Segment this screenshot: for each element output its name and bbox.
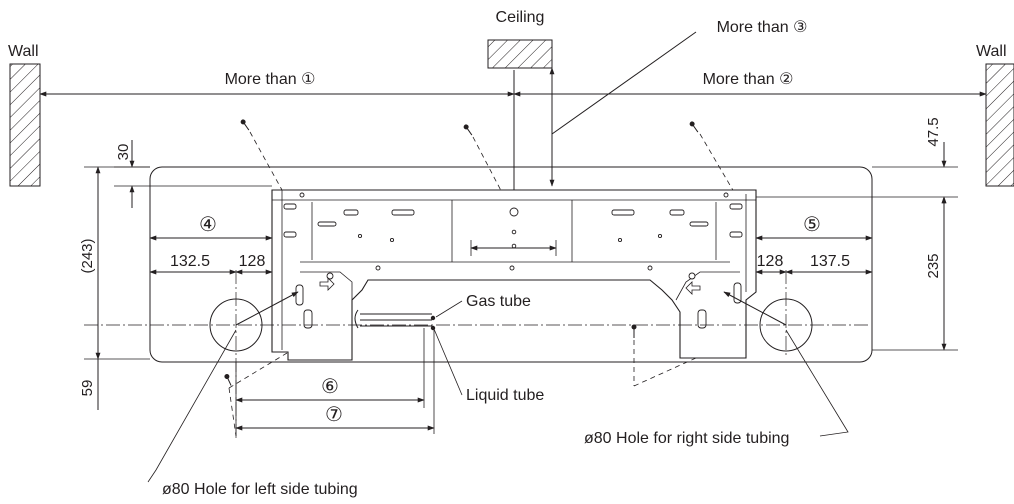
ceiling-block [487, 39, 553, 69]
leader-more-than-3 [551, 31, 697, 135]
more-than-1-label: More than ① [225, 71, 316, 88]
liquid-tube-label: Liquid tube [466, 387, 544, 404]
dim-137-5: 137.5 [810, 253, 850, 270]
liquid-tube-leader [433, 328, 463, 396]
dim-235: 235 [925, 253, 942, 278]
tubes [354, 309, 436, 331]
dim-128-right: 128 [757, 253, 784, 270]
horizontal-dimensions [149, 235, 873, 436]
mounting-plate [271, 189, 757, 361]
wall-left-label: Wall [8, 43, 39, 60]
left-hole-label: ø80 Hole for left side tubing [162, 481, 358, 498]
dim-30: 30 [115, 144, 132, 161]
screw-icon [240, 119, 250, 131]
left-dimensions [84, 140, 272, 410]
dim-47-5: 47.5 [925, 117, 942, 146]
more-than-3-label: More than ③ [717, 19, 808, 36]
right-dimensions [756, 142, 958, 351]
right-wall [985, 63, 1014, 187]
right-hole-label: ø80 Hole for right side tubing [584, 430, 789, 447]
callout-4: ④ [199, 214, 217, 236]
screw-icon [224, 373, 232, 386]
tubing-holes [84, 270, 870, 440]
screw-paths [228, 131, 735, 437]
ceiling-label: Ceiling [496, 9, 545, 26]
left-wall [9, 63, 41, 187]
screw-icons [224, 119, 699, 386]
more-than-2-label: More than ② [703, 71, 794, 88]
callout-7: ⑦ [325, 404, 343, 426]
dim-132-5: 132.5 [170, 253, 210, 270]
screw-icon [631, 324, 637, 338]
dim-243: (243) [79, 238, 96, 273]
dim-59: 59 [79, 380, 96, 397]
screw-icon [463, 124, 473, 136]
leader-lines [147, 300, 849, 483]
callout-5: ⑤ [803, 214, 821, 236]
callout-6: ⑥ [321, 376, 339, 398]
gas-tube-label: Gas tube [466, 293, 531, 310]
indoor-unit-outline [149, 166, 873, 363]
dim-128-left: 128 [239, 253, 266, 270]
clearance-dimensions [39, 31, 987, 198]
left-hole-leader [147, 329, 237, 483]
gas-tube-leader [435, 300, 463, 318]
wall-right-label: Wall [976, 43, 1007, 60]
right-hole-leader [785, 329, 849, 437]
screw-icon [689, 121, 699, 133]
